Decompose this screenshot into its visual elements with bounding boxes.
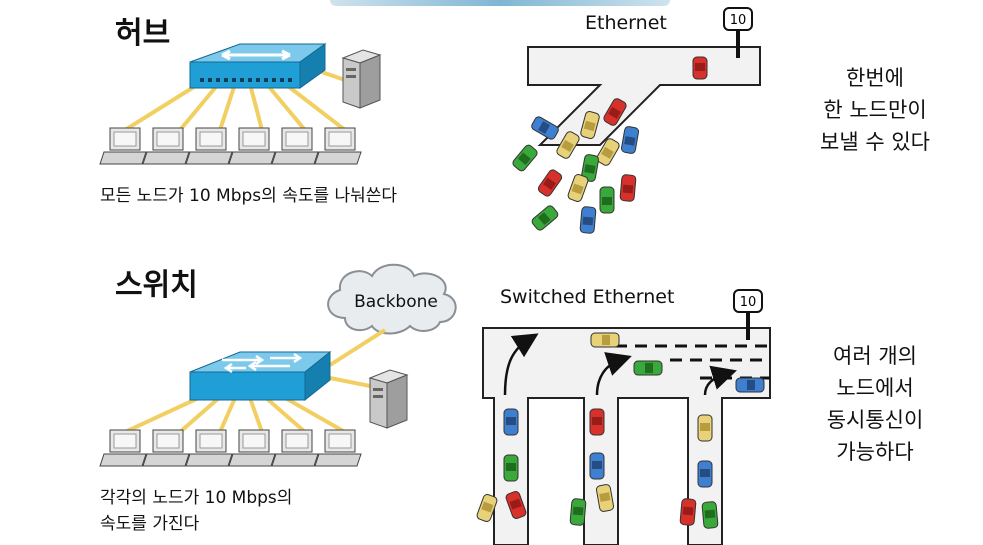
hub-caption: 모든 노드가 10 Mbps의 속도를 나눠쓴다 — [100, 186, 398, 206]
hub-sign-text: 10 — [730, 13, 747, 28]
switch-title: 스위치 — [115, 268, 198, 303]
car-icon — [603, 98, 627, 126]
car-icon — [590, 332, 620, 348]
car-icon — [567, 174, 589, 202]
car-icon — [692, 56, 708, 80]
switch-caption-line: 각각의 노드가 10 Mbps의 — [100, 488, 293, 508]
car-icon — [735, 377, 765, 393]
computer-icon — [271, 127, 319, 165]
car-icon — [595, 484, 615, 512]
switched-road — [482, 327, 771, 545]
car-icon — [476, 494, 498, 522]
switch-device-icon — [189, 350, 332, 402]
car-icon — [503, 454, 519, 482]
switch-side-line: 노드에서 — [836, 376, 914, 400]
hub-cars — [512, 56, 708, 234]
hub-road — [527, 46, 761, 146]
computer-icon — [99, 127, 147, 165]
car-icon — [599, 186, 615, 214]
computer-icon — [314, 127, 362, 165]
top-decor-bar — [330, 0, 670, 6]
switch-cars — [476, 332, 765, 529]
lane-arrows — [503, 333, 737, 396]
switch-side-line: 동시통신이 — [826, 408, 924, 432]
hub-side-line: 보낼 수 있다 — [820, 130, 930, 154]
car-icon — [556, 131, 580, 159]
server-icon — [341, 49, 382, 109]
car-icon — [701, 501, 719, 529]
hub-speed-sign: 10 — [723, 7, 753, 58]
car-icon — [589, 452, 605, 480]
switch-side-line: 여러 개의 — [833, 344, 917, 368]
car-icon — [697, 414, 713, 442]
computer-icon — [142, 127, 190, 165]
backbone-cloud-icon: Backbone — [327, 263, 457, 335]
car-icon — [633, 360, 663, 376]
car-icon — [697, 460, 713, 488]
computer-icon — [142, 429, 190, 467]
switch-caption-line: 속도를 가진다 — [100, 514, 200, 534]
car-icon — [531, 205, 559, 231]
car-icon — [580, 111, 600, 139]
car-icon — [569, 498, 587, 526]
computer-icon — [185, 429, 233, 467]
computer-icon — [228, 429, 276, 467]
car-icon — [505, 491, 527, 519]
hub-side-note: 한번에 한 노드만이 보낼 수 있다 — [790, 62, 960, 158]
car-icon — [531, 116, 559, 140]
computer-icon — [314, 429, 362, 467]
car-icon — [589, 408, 605, 436]
hub-road-label: Ethernet — [585, 12, 667, 34]
switch-caption: 각각의 노드가 10 Mbps의 속도를 가진다 — [100, 485, 292, 537]
switch-side-note: 여러 개의 노드에서 동시통신이 가능하다 — [790, 340, 960, 468]
car-icon — [596, 138, 620, 166]
car-icon — [512, 144, 538, 172]
computer-icon — [271, 429, 319, 467]
switch-side-line: 가능하다 — [836, 440, 914, 464]
computer-icon — [99, 429, 147, 467]
car-icon — [620, 126, 640, 154]
server-icon — [368, 369, 409, 429]
switch-cables — [124, 328, 387, 434]
car-icon — [537, 169, 563, 197]
switch-road-label: Switched Ethernet — [500, 286, 675, 308]
computer-icon — [228, 127, 276, 165]
car-icon — [580, 154, 600, 182]
car-icon — [579, 206, 597, 234]
hub-side-line: 한번에 — [846, 66, 904, 90]
hub-title: 허브 — [115, 16, 171, 51]
car-icon — [503, 408, 519, 436]
computer-icon — [185, 127, 233, 165]
switch-speed-sign: 10 — [733, 289, 763, 340]
backbone-label: Backbone — [354, 292, 438, 312]
car-icon — [619, 174, 637, 202]
car-icon — [679, 498, 697, 526]
switch-sign-text: 10 — [740, 295, 757, 310]
hub-side-line: 한 노드만이 — [823, 98, 927, 122]
hub-device-icon — [189, 43, 327, 89]
